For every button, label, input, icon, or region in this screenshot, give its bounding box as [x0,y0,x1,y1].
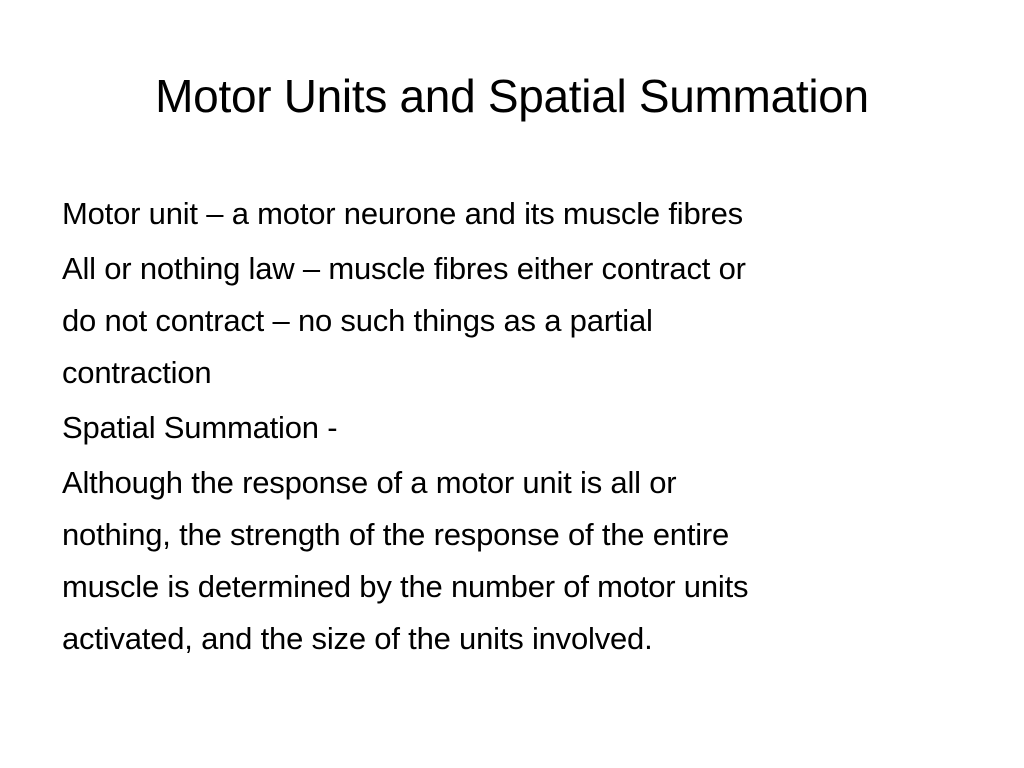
text-line: activated, and the size of the units inv… [62,621,653,656]
paragraph-all-or-nothing: All or nothing law – muscle fibres eithe… [62,243,967,399]
text-line: Motor unit – a motor neurone and its mus… [62,196,743,231]
paragraph-motor-unit: Motor unit – a motor neurone and its mus… [62,188,967,240]
paragraph-spatial-summation: Spatial Summation - [62,402,967,454]
text-line: Although the response of a motor unit is… [62,465,677,500]
text-line: Spatial Summation - [62,410,338,445]
text-line: do not contract – no such things as a pa… [62,303,653,338]
text-line: contraction [62,355,212,390]
text-line: nothing, the strength of the response of… [62,517,730,552]
text-line: muscle is determined by the number of mo… [62,569,749,604]
slide-title: Motor Units and Spatial Summation [155,70,869,122]
paragraph-explanation: Although the response of a motor unit is… [62,457,967,665]
slide-body: Motor unit – a motor neurone and its mus… [62,188,967,668]
text-line: All or nothing law – muscle fibres eithe… [62,251,746,286]
